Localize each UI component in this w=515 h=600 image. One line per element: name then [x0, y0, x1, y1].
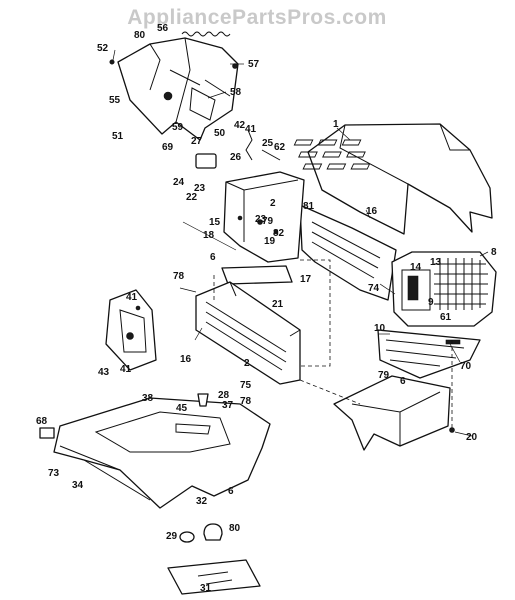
callout-22: 22 [186, 192, 198, 203]
callout-37: 37 [222, 400, 234, 411]
callout-2: 2 [244, 358, 250, 369]
callout-69: 69 [162, 142, 174, 153]
callout-45: 45 [176, 403, 188, 414]
callout-80: 80 [134, 30, 146, 41]
callout-58: 58 [230, 87, 242, 98]
callout-78: 78 [173, 271, 185, 282]
callout-59: 59 [172, 122, 184, 133]
callout-leader-lines [112, 49, 489, 437]
callout-52: 52 [97, 43, 109, 54]
callout-21: 21 [272, 299, 284, 310]
callout-6: 6 [400, 376, 406, 387]
callout-75: 75 [240, 380, 252, 391]
callout-31: 31 [200, 583, 212, 594]
hood-part-1 [293, 123, 493, 235]
callout-62: 62 [274, 142, 286, 153]
callout-19: 19 [264, 236, 276, 247]
callout-73: 73 [48, 468, 60, 479]
callout-26: 26 [230, 152, 242, 163]
watermark-text: AppliancePartsPros.com [127, 6, 387, 29]
callout-61: 61 [440, 312, 452, 323]
callout-14: 14 [410, 262, 422, 273]
callout-27: 27 [191, 136, 203, 147]
callout-29: 29 [166, 531, 178, 542]
callout-20: 20 [466, 432, 478, 443]
callout-15: 15 [209, 217, 221, 228]
callout-6: 6 [228, 486, 234, 497]
callout-43: 43 [98, 367, 110, 378]
callout-10: 10 [374, 323, 386, 334]
lower-bumper-part-70 [377, 329, 481, 379]
callout-57: 57 [248, 59, 260, 70]
callout-56: 56 [157, 23, 169, 34]
callout-23: 23 [255, 214, 267, 225]
callout-41: 41 [120, 364, 132, 375]
dash-panel-assembly [109, 31, 239, 141]
callout-80: 80 [229, 523, 241, 534]
mounting-bracket-part-22 [195, 129, 305, 285]
callout-2: 2 [270, 198, 276, 209]
callout-81: 81 [303, 201, 315, 212]
callout-25: 25 [262, 138, 274, 149]
callout-55: 55 [109, 95, 121, 106]
callout-16: 16 [366, 206, 378, 217]
callout-74: 74 [368, 283, 380, 294]
callout-42: 42 [234, 120, 246, 131]
callout-51: 51 [112, 131, 124, 142]
callout-9: 9 [428, 297, 434, 308]
callout-78: 78 [240, 396, 252, 407]
loose-parts-29-80-31 [167, 523, 261, 595]
callout-labels: 1 2 2 6 6 6 8 9 10 13 14 15 16 16 17 18 … [36, 23, 497, 594]
callout-79: 79 [262, 216, 274, 227]
callout-70: 70 [460, 361, 472, 372]
hood-side-panel-74 [299, 204, 397, 301]
callout-17: 17 [300, 274, 312, 285]
callout-79: 79 [378, 370, 390, 381]
callout-68: 68 [36, 416, 48, 427]
callout-32: 32 [196, 496, 208, 507]
callout-13: 13 [430, 257, 442, 268]
callout-24: 24 [173, 177, 185, 188]
callout-8: 8 [491, 247, 497, 258]
reference-dash-lines [213, 259, 453, 430]
callout-18: 18 [203, 230, 215, 241]
callout-41: 41 [126, 292, 138, 303]
callout-6: 6 [210, 252, 216, 263]
left-bracket-part-41 [105, 289, 157, 371]
grille-part-8 [391, 251, 497, 327]
callout-41: 41 [245, 124, 257, 135]
callout-16: 16 [180, 354, 192, 365]
fender-part-34 [39, 393, 271, 509]
callout-23: 23 [194, 183, 206, 194]
callout-34: 34 [72, 480, 84, 491]
callout-28: 28 [218, 390, 230, 401]
callout-1: 1 [333, 119, 339, 130]
frame-bracket-part-20 [333, 375, 455, 451]
callout-82: 82 [273, 228, 285, 239]
callout-50: 50 [214, 128, 226, 139]
callout-38: 38 [142, 393, 154, 404]
